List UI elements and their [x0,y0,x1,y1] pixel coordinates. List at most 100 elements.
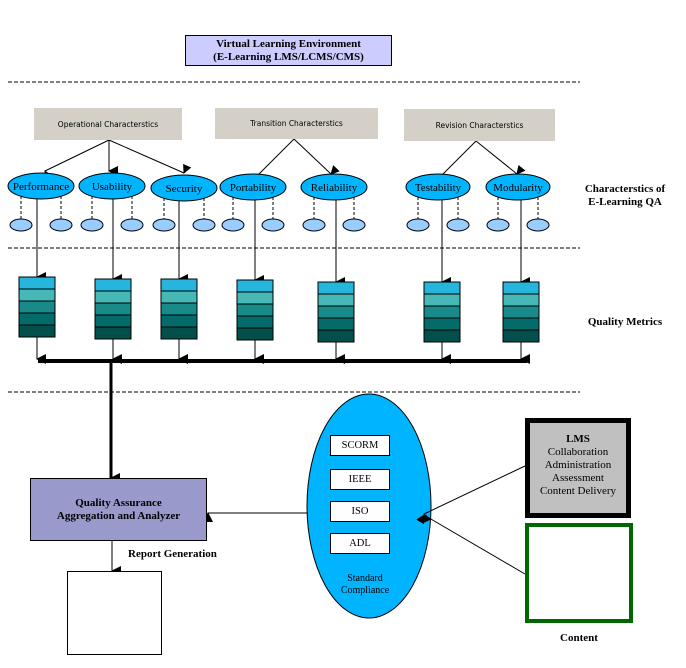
characteristic-label: Testability [415,182,462,194]
lms-item: Assessment [552,472,604,484]
metric-stack-portability [236,279,274,364]
metric-level [160,326,198,340]
characteristic-label: Usability [92,181,133,193]
characteristic-label: Portability [230,182,277,194]
sub-attribute-oval [261,218,285,232]
metric-level [18,324,56,338]
qa-line1: Quality Assurance [75,496,162,509]
caption-line: Compliance [340,585,390,596]
category-revision: Revision Characterstics [404,109,555,141]
characteristic-oval [219,173,287,201]
category-label: Revision Characterstics [435,120,524,130]
lms-item: Collaboration [547,446,609,458]
sub-attribute-oval [406,218,430,232]
content-label: Content [560,632,598,644]
metric-level [94,302,132,316]
metric-stack-reliability [317,281,355,364]
characteristic-oval [7,172,75,200]
lms-box: LMS Collaboration Administration Assessm… [525,418,631,518]
metric-level [423,281,461,295]
sub-attribute-oval [221,218,245,232]
lms-to-standards-arrow [423,465,526,524]
characteristic-oval [300,173,368,201]
content-box [525,523,633,623]
metric-level [502,317,540,331]
sub-attribute-oval [192,218,216,232]
quality-metrics-section-label: Quality Metrics [587,316,663,328]
metric-level [94,326,132,340]
metric-level [236,315,274,329]
metric-stack-usability [94,278,132,364]
qa-line2: Aggregation and Analyzer [56,509,181,522]
standard-compliance-caption: Standard Compliance [315,573,415,597]
characteristic-label: Modularity [493,182,543,194]
metric-level [94,290,132,304]
sub-attribute-oval [49,218,73,232]
metric-level [18,276,56,290]
metric-stack-testability [423,281,461,364]
sub-attribute-oval [152,218,176,232]
metric-level [502,305,540,319]
metric-stack-modularity [502,281,540,364]
caption-line: Standard [347,573,383,584]
category-label: Operational Characterstics [57,119,159,129]
characteristic-oval [78,172,146,200]
sub-attribute-oval [486,218,510,232]
metric-level [502,281,540,295]
characteristic-performance: Performance [7,172,75,282]
characteristic-usability: Usability [78,172,146,284]
characteristic-portability: Portability [219,173,287,285]
metric-level [160,314,198,328]
standard-adl: ADL [330,533,390,554]
lms-title: LMS [566,433,590,445]
metric-level [423,317,461,331]
characteristic-security: Security [150,174,218,284]
vle-title-line1: Virtual Learning Environment [216,38,361,50]
metric-stack-security [160,278,198,364]
standard-iso: ISO [330,501,390,522]
metric-level [94,278,132,292]
metric-level [502,293,540,307]
metric-level [317,305,355,319]
metric-level [18,288,56,302]
metric-level [18,300,56,314]
metric-level [423,293,461,307]
category-operational: Operational Characterstics [34,108,182,140]
metric-level [236,291,274,305]
metric-level [317,293,355,307]
characteristic-label: Performance [13,181,69,193]
characteristic-oval [485,173,551,201]
category-label: Transition Characterstics [250,119,343,128]
characteristic-modularity: Modularity [485,173,551,287]
metric-level [160,290,198,304]
category-transition: Transition Characterstics [215,108,378,139]
vle-title-line2: (E-Learning LMS/LCMS/CMS) [213,51,364,63]
label-line: Characterstics of [584,183,666,195]
standard-scorm: SCORM [330,435,390,456]
metric-level [423,329,461,343]
metric-level [18,312,56,326]
metric-level [317,317,355,331]
sub-attribute-oval [342,218,366,232]
metric-level [236,279,274,293]
content-to-standards-arrow [416,514,526,575]
characteristic-oval [150,174,218,202]
characteristic-oval [405,173,471,201]
standard-ieee: IEEE [330,469,390,490]
characteristic-testability: Testability [405,173,471,287]
characteristic-label: Security [166,183,203,195]
characteristic-reliability: Reliability [300,173,368,287]
metric-level [423,305,461,319]
lms-item: Content Delivery [539,485,617,497]
metric-level [317,281,355,295]
sub-attribute-oval [120,218,144,232]
qa-aggregation-analyzer-box: Quality Assurance Aggregation and Analyz… [30,478,207,541]
metric-stack-performance [18,276,56,364]
metric-level [317,329,355,343]
sub-attribute-oval [446,218,470,232]
metric-level [236,327,274,341]
sub-attribute-oval [9,218,33,232]
report-generation-label: Report Generation [128,548,217,560]
virtual-learning-environment-box: Virtual Learning Environment (E-Learning… [185,35,392,66]
label-line: E-Learning QA [588,196,662,208]
